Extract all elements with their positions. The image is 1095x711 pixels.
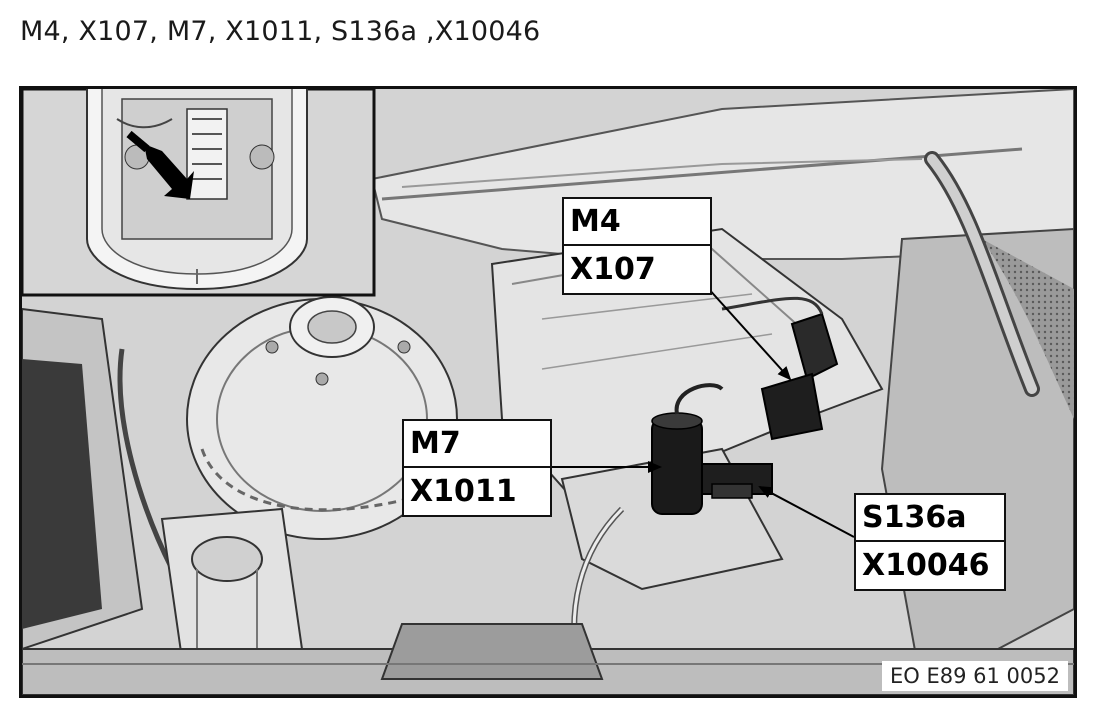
figure-reference-code: EO E89 61 0052	[882, 661, 1068, 691]
callout-x107-label: X107	[570, 251, 656, 287]
callout-m4-x107: M4 X107	[562, 197, 712, 295]
m4-leader-arrow	[706, 286, 792, 381]
engine-bay-illustration	[22, 89, 1074, 695]
callout-m7-label: M7	[404, 421, 550, 468]
engine-bay-diagram: M4 X107 M7 X1011 S136a X10046 EO E89 61 …	[19, 86, 1077, 698]
callout-m4-label: M4	[564, 199, 710, 246]
callout-m7-x1011: M7 X1011	[402, 419, 552, 517]
page-caption: M4, X107, M7, X1011, S136a ,X10046	[20, 16, 541, 47]
s136a-leader-arrow	[758, 486, 855, 538]
callout-s136a-x10046: S136a X10046	[854, 493, 1006, 591]
callout-x10046-label: X10046	[862, 547, 990, 583]
callout-x1011-label: X1011	[410, 473, 517, 509]
inset-locator-arrow-icon	[144, 144, 194, 199]
callout-s136a-label: S136a	[856, 495, 1004, 542]
